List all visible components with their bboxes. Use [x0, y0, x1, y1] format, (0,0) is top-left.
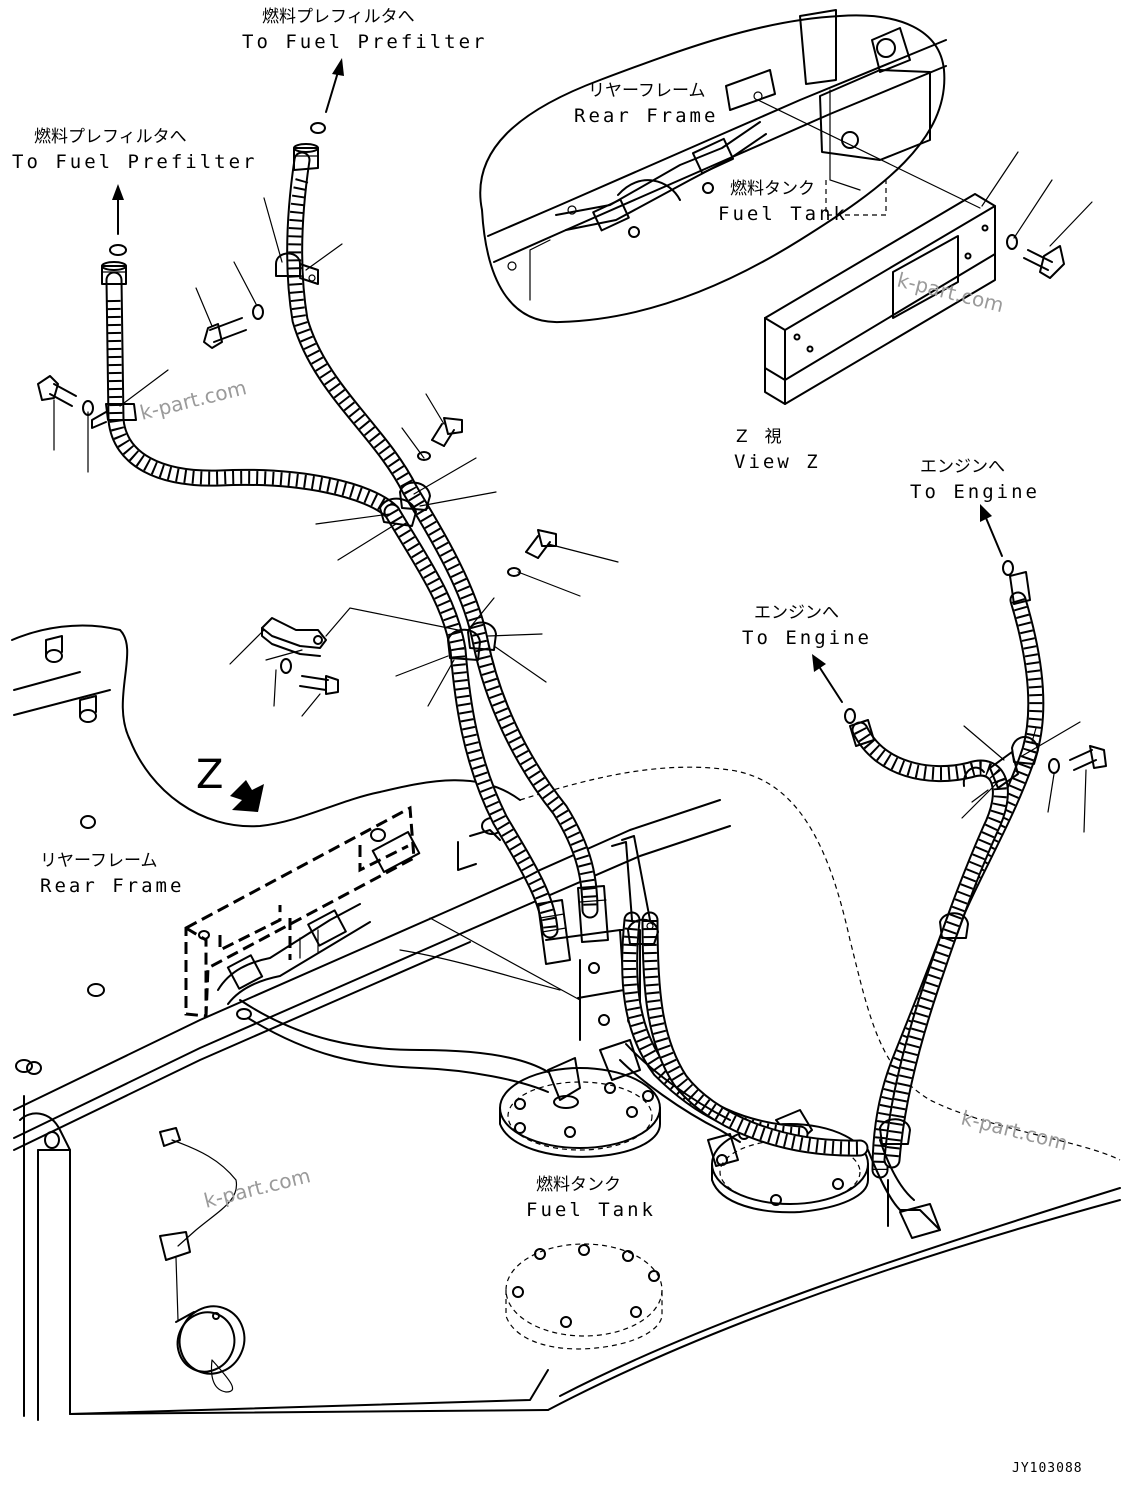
watermark: k-part.com — [959, 1106, 1070, 1156]
arrow-up-icon — [325, 58, 344, 113]
bolt-icon — [525, 529, 557, 559]
cover-plate — [764, 193, 996, 405]
label-fuel-tank-top-jp: 燃料タンク — [730, 179, 815, 199]
view-direction-arrow-icon — [230, 780, 264, 812]
return-hoses — [239, 835, 869, 1167]
label-view-z-jp: Z 視 — [736, 427, 782, 447]
clamp-icon — [879, 912, 969, 1145]
leader-lines — [53, 197, 1087, 833]
label-engine-mid-en: To Engine — [742, 627, 872, 649]
label-prefilter-left-jp: 燃料プレフィルタへ — [34, 127, 187, 147]
o-ring-icon — [109, 244, 127, 256]
bolt-icon — [1069, 745, 1107, 771]
hose-upper — [286, 151, 599, 919]
arrow-up-icon — [112, 184, 124, 235]
label-rear-frame-top-en: Rear Frame — [574, 105, 718, 127]
label-prefilter-top-en: To Fuel Prefilter — [242, 31, 487, 53]
tank-flange-center — [499, 1057, 661, 1158]
level-sensor — [159, 1127, 246, 1393]
bolt-icon — [37, 375, 77, 407]
watermark: k-part.com — [895, 268, 1006, 318]
view-z-marker: Z — [196, 752, 223, 798]
label-fuel-tank-top-en: Fuel Tank — [718, 203, 848, 225]
label-prefilter-top-jp: 燃料プレフィルタへ — [262, 7, 415, 27]
hose-engine-right — [849, 571, 1045, 1239]
clamp-icon — [962, 736, 1039, 789]
tank-flange-lower — [505, 1243, 663, 1350]
view-z-inset — [479, 9, 1093, 405]
arrow-up-icon — [980, 504, 1003, 557]
watermark: k-part.com — [137, 375, 248, 425]
bolt-icon — [431, 417, 463, 447]
bolt-icon — [299, 675, 339, 695]
bracket-icon — [261, 617, 327, 657]
o-ring-icon — [1002, 560, 1014, 576]
bolt-icon — [1023, 245, 1065, 279]
washer-icon — [507, 567, 521, 577]
washer-icon — [1048, 758, 1060, 774]
clamp-icon — [627, 918, 659, 945]
label-engine-mid-jp: エンジンへ — [754, 603, 839, 623]
rear-frame — [11, 624, 1121, 1421]
label-rear-frame-top-jp: リヤーフレーム — [588, 81, 705, 101]
washer-icon — [280, 658, 292, 674]
washer-icon — [417, 451, 431, 461]
hose-end-left — [101, 261, 127, 285]
label-engine-right-en: To Engine — [910, 481, 1040, 503]
arrow-up-icon — [812, 654, 843, 703]
drawing-code: JY103088 — [1012, 1461, 1083, 1476]
label-fuel-tank-bottom-jp: 燃料タンク — [536, 1175, 621, 1195]
watermark: k-part.com — [201, 1163, 312, 1213]
clamp-icon — [91, 403, 137, 429]
label-fuel-tank-bottom-en: Fuel Tank — [526, 1199, 656, 1221]
clamp-icon — [379, 481, 431, 527]
o-ring-icon — [844, 708, 856, 724]
label-rear-frame-left-jp: リヤーフレーム — [40, 851, 157, 871]
o-ring-icon — [310, 122, 326, 134]
hose-end-upper — [293, 143, 319, 171]
tank-flange-right — [711, 1109, 869, 1214]
clamp-icon — [275, 252, 319, 285]
hose-left — [105, 271, 559, 939]
label-rear-frame-left-en: Rear Frame — [40, 875, 184, 897]
label-view-z-en: View Z — [734, 451, 821, 473]
washer-icon — [252, 304, 264, 320]
label-prefilter-left-en: To Fuel Prefilter — [12, 151, 257, 173]
label-engine-right-jp: エンジンへ — [920, 457, 1005, 477]
bolt-icon — [203, 317, 247, 349]
